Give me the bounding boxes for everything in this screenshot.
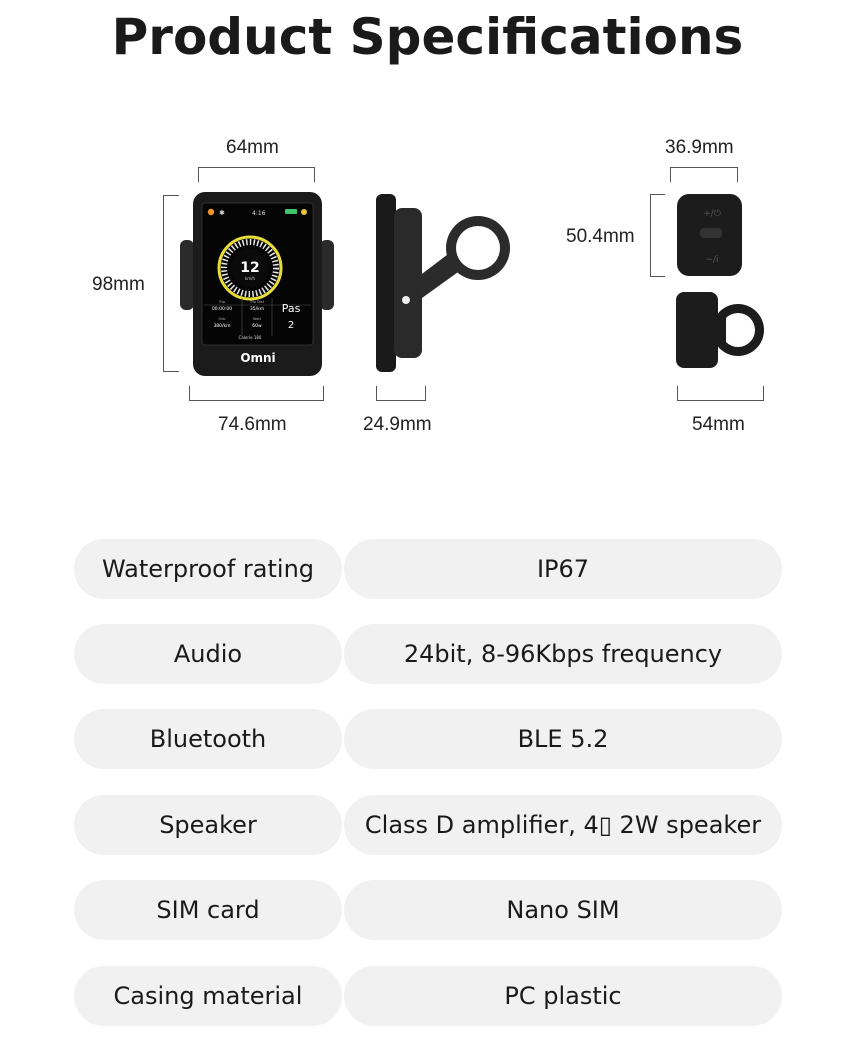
mount-clamp-left [180, 240, 194, 310]
handlebar-clamp-inner [456, 226, 500, 270]
dim-tick [737, 167, 738, 182]
svg-text:00:00:00: 00:00:00 [212, 306, 232, 312]
dim-tick [670, 167, 671, 182]
dim-line [189, 400, 324, 401]
svg-text:Pas: Pas [282, 302, 301, 315]
spec-value-casing: PC plastic [344, 966, 782, 1026]
spec-label-audio: Audio [74, 624, 342, 684]
remote-divider [700, 228, 722, 238]
remote-mount-width-label: 54mm [692, 414, 745, 435]
status-indicator-icon [301, 209, 307, 215]
dim-tick [650, 276, 665, 277]
dim-tick [650, 194, 665, 195]
dim-line [163, 195, 164, 372]
remote-width-label: 36.9mm [665, 137, 734, 158]
dim-tick [314, 167, 315, 182]
dim-tick [677, 386, 678, 401]
svg-text:35/km: 35/km [250, 306, 264, 312]
spec-value-bluetooth: BLE 5.2 [344, 709, 782, 769]
spec-label-waterproof: Waterproof rating [74, 539, 342, 599]
spec-label-bluetooth: Bluetooth [74, 709, 342, 769]
svg-text:Odo: Odo [218, 317, 225, 321]
display-side-image [376, 194, 510, 372]
bluetooth-icon: ✱ [219, 209, 225, 217]
svg-text:Calorie 180: Calorie 180 [239, 335, 262, 340]
spec-value-waterproof: IP67 [344, 539, 782, 599]
side-depth-label: 24.9mm [363, 414, 432, 435]
side-body [376, 194, 396, 372]
dim-tick [163, 371, 179, 372]
dim-tick [425, 386, 426, 401]
mount-screw [402, 296, 410, 304]
svg-text:2: 2 [288, 320, 294, 331]
remote-clamp-inner [721, 313, 755, 347]
brand-logo: Omni [240, 351, 275, 365]
page-title: Product Specifications [111, 8, 744, 66]
remote-top-image: +/⏻ −/i [677, 194, 742, 276]
dim-tick [376, 386, 377, 401]
svg-text:Watt: Watt [253, 317, 262, 321]
svg-text:380/km: 380/km [213, 323, 230, 329]
svg-text:Trip: Trip [218, 300, 226, 304]
display-height-label: 98mm [92, 274, 145, 295]
spec-value-audio: 24bit, 8-96Kbps frequency [344, 624, 782, 684]
svg-text:60w: 60w [252, 323, 262, 329]
dim-tick [189, 386, 190, 401]
spec-label-speaker: Speaker [74, 795, 342, 855]
spec-label-sim: SIM card [74, 880, 342, 940]
svg-text:Trip Dist: Trip Dist [249, 300, 265, 304]
battery-icon [285, 209, 297, 214]
speed-value: 12 [240, 260, 259, 276]
dim-line [677, 400, 764, 401]
dimension-figure: 64mm 98mm 74.6mm 24.9mm 36.9mm 50.4mm 54… [0, 0, 855, 470]
dim-line [670, 167, 738, 168]
spec-value-sim: Nano SIM [344, 880, 782, 940]
remote-side-body [676, 292, 718, 368]
dim-tick [198, 167, 199, 182]
remote-height-label: 50.4mm [566, 226, 635, 247]
dim-tick [323, 386, 324, 401]
speed-ticks [221, 239, 279, 297]
spec-value-speaker: Class D amplifier, 4▯ 2W speaker [344, 795, 782, 855]
status-dot-icon [207, 208, 215, 216]
speed-ring [217, 235, 283, 301]
display-mount-width-label: 74.6mm [218, 414, 287, 435]
remote-minus-button: −/i [705, 255, 718, 265]
spec-label-casing: Casing material [74, 966, 342, 1026]
screen-time: 4:16 [252, 210, 266, 217]
display-width-label: 64mm [226, 137, 279, 158]
dim-tick [163, 195, 179, 196]
mount-clamp-right [320, 240, 334, 310]
side-mount-base [394, 208, 422, 358]
dim-line [198, 167, 315, 168]
remote-side-image [676, 292, 764, 368]
dim-line [650, 194, 651, 277]
speed-unit: km/h [245, 276, 256, 281]
display-front-image: ✱ 4:16 12 km/h Trip 00:00:00 Trip Dist 3… [180, 192, 334, 376]
remote-plus-button: +/⏻ [703, 208, 721, 219]
speed-center [231, 249, 269, 287]
dim-tick [763, 386, 764, 401]
dim-line [376, 400, 426, 401]
